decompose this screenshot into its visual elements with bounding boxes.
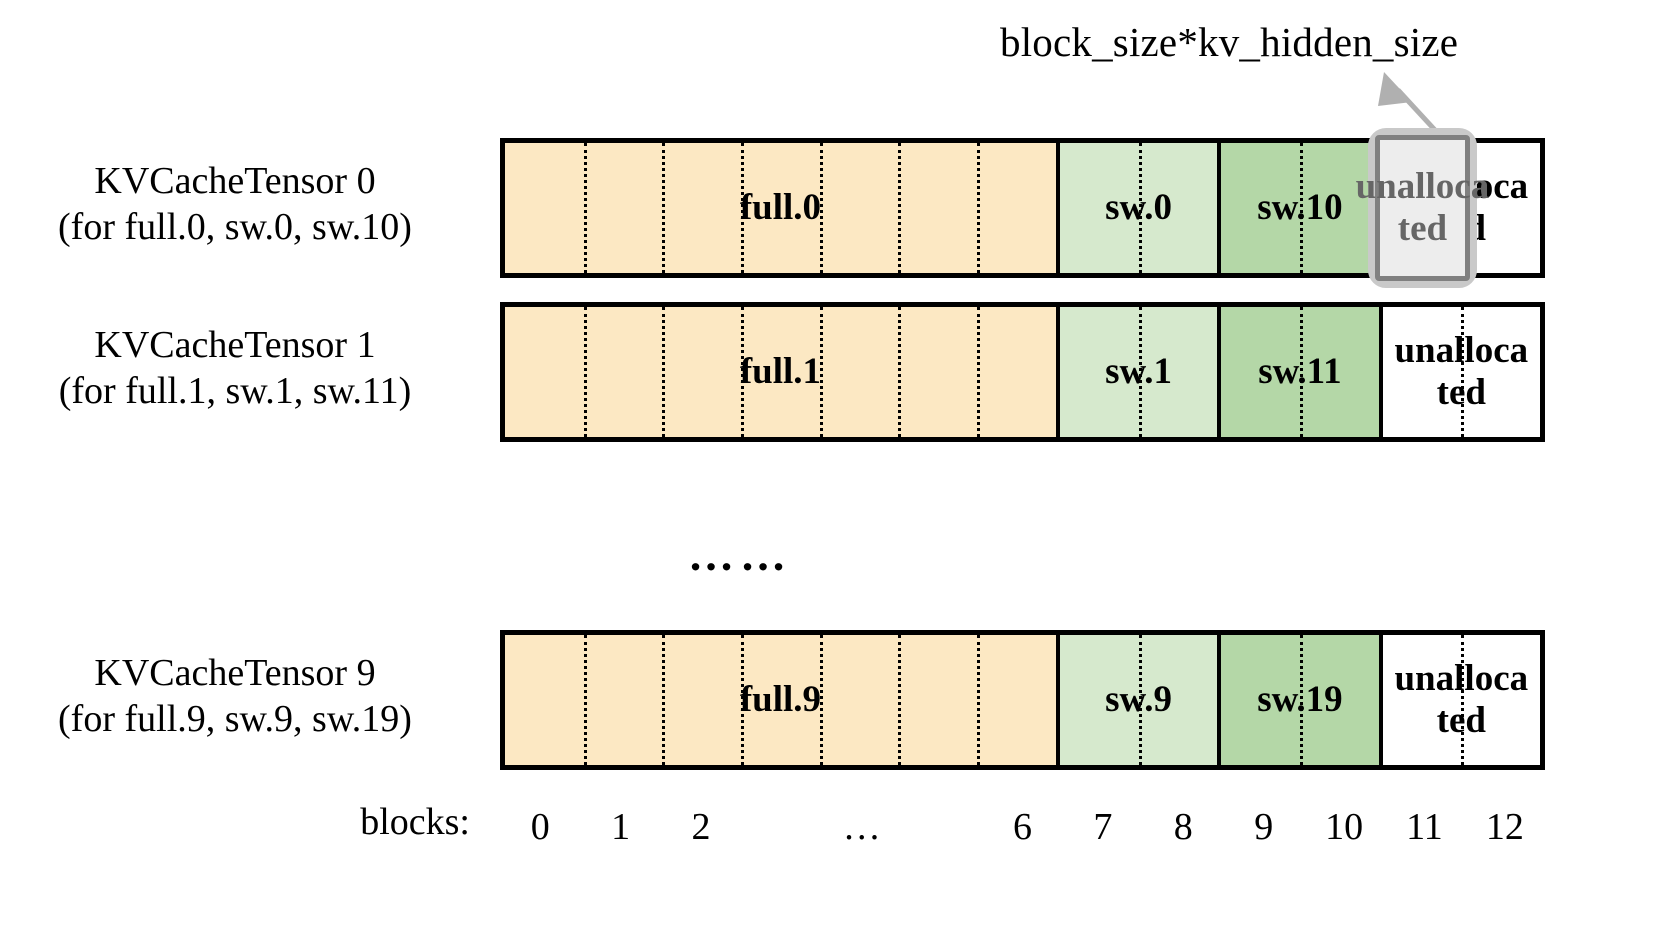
tensor-segment: sw.10: [1221, 143, 1383, 273]
block-highlight-label: unalloca ted: [1356, 135, 1490, 281]
callout-label: block_size*kv_hidden_size: [1000, 19, 1459, 65]
tensor-segment: sw.11: [1221, 307, 1383, 437]
block-divider: [1299, 143, 1303, 273]
block-divider: [1138, 143, 1142, 273]
tensor-segment: sw.19: [1221, 635, 1383, 765]
tensor-segment-label: full.9: [739, 679, 822, 720]
block-divider: [819, 307, 823, 437]
block-divider: [1299, 635, 1303, 765]
block-highlight-label-text: unalloca ted: [1355, 166, 1490, 249]
tensor-row: KVCacheTensor 0(for full.0, sw.0, sw.10)…: [0, 128, 1676, 288]
tensor-segment: full.1: [505, 307, 1060, 437]
block-index-tick: 7: [1093, 806, 1113, 848]
tensor-row-label-line2: (for full.0, sw.0, sw.10): [58, 206, 412, 248]
tensor-row-label-line1: KVCacheTensor 0: [94, 160, 376, 202]
tensor-row-label-line1: KVCacheTensor 1: [94, 324, 376, 366]
block-index-tick: 11: [1406, 806, 1443, 848]
tensor-segment: full.0: [505, 143, 1060, 273]
block-divider: [741, 307, 745, 437]
block-divider: [898, 143, 902, 273]
block-divider: [662, 143, 666, 273]
tensor-row-label-line1: KVCacheTensor 9: [94, 652, 376, 694]
tensor-segment: unalloca ted: [1382, 307, 1541, 437]
block-index-tick: 10: [1325, 806, 1364, 848]
tensor-segment-label: sw.10: [1257, 187, 1343, 228]
block-divider: [662, 635, 666, 765]
block-divider: [1461, 307, 1465, 437]
tensor-row-label: KVCacheTensor 0(for full.0, sw.0, sw.10): [0, 158, 470, 250]
block-divider: [741, 143, 745, 273]
tensor-segment-label: full.1: [739, 351, 822, 392]
block-divider: [1299, 307, 1303, 437]
tensor-segment-label: sw.0: [1105, 187, 1172, 228]
block-divider: [898, 307, 902, 437]
block-divider: [819, 635, 823, 765]
tensor-segment: sw.9: [1059, 635, 1222, 765]
block-divider: [1138, 307, 1142, 437]
tensor-segment-label: sw.19: [1257, 679, 1343, 720]
tensor-bar: full.9 sw.9 sw.19 unalloca ted: [500, 630, 1545, 770]
block-divider: [583, 307, 587, 437]
tensor-segment: unalloca ted: [1382, 635, 1541, 765]
tensor-row-label-line2: (for full.1, sw.1, sw.11): [58, 370, 412, 412]
block-divider: [977, 307, 981, 437]
block-divider: [977, 143, 981, 273]
block-index-tick: 2: [691, 806, 711, 848]
tensor-row-label: KVCacheTensor 1(for full.1, sw.1, sw.11): [0, 322, 470, 414]
block-index-tick: 8: [1173, 806, 1193, 848]
rows-ellipsis: ……: [688, 529, 792, 580]
block-index-tick: 12: [1485, 806, 1524, 848]
block-highlight-box: unalloca ted: [1356, 128, 1490, 288]
tensor-row: KVCacheTensor 9(for full.9, sw.9, sw.19)…: [0, 630, 1676, 770]
block-divider: [977, 635, 981, 765]
block-index-tick: …: [842, 806, 881, 848]
block-divider: [1461, 635, 1465, 765]
tensor-segment-label: unalloca ted: [1394, 658, 1529, 741]
block-highlight-inner-border: [1375, 135, 1470, 281]
block-index-tick: 9: [1254, 806, 1274, 848]
tensor-bar: full.1 sw.1 sw.11 unalloca ted: [500, 302, 1545, 442]
block-divider: [741, 635, 745, 765]
tensor-segment-label: sw.1: [1105, 351, 1172, 392]
block-divider: [819, 143, 823, 273]
blocks-axis-title: blocks:: [360, 801, 470, 843]
tensor-segment-label: sw.9: [1105, 679, 1172, 720]
tensor-segment: sw.0: [1059, 143, 1222, 273]
tensor-segment-label: unalloca ted: [1394, 330, 1529, 413]
block-divider: [898, 635, 902, 765]
tensor-row-label-line2: (for full.9, sw.9, sw.19): [58, 698, 412, 740]
block-index-tick: 1: [611, 806, 631, 848]
block-divider: [662, 307, 666, 437]
tensor-segment: sw.1: [1059, 307, 1222, 437]
block-divider: [1138, 635, 1142, 765]
block-index-tick: 0: [530, 806, 550, 848]
tensor-segment-label: full.0: [739, 187, 822, 228]
tensor-segment-label: sw.11: [1258, 351, 1342, 392]
block-index-tick: 6: [1013, 806, 1033, 848]
tensor-row: KVCacheTensor 1(for full.1, sw.1, sw.11)…: [0, 302, 1676, 442]
block-divider: [583, 143, 587, 273]
tensor-segment: full.9: [505, 635, 1060, 765]
tensor-row-label: KVCacheTensor 9(for full.9, sw.9, sw.19): [0, 650, 470, 742]
block-divider: [583, 635, 587, 765]
